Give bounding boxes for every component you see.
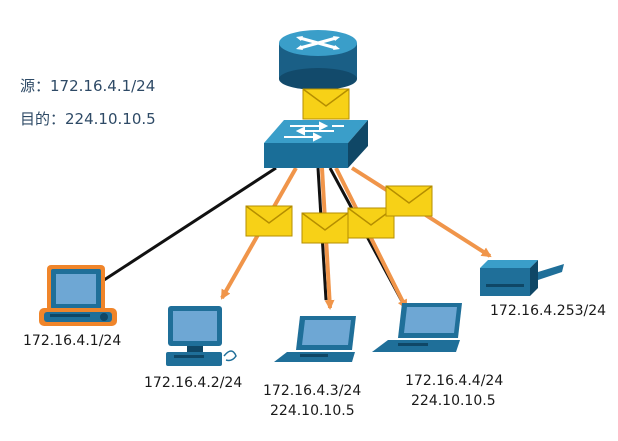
laptop-icon [274, 316, 356, 362]
source-value: 172.16.4.1/24 [50, 77, 156, 95]
destination-label: 目的： [20, 110, 66, 128]
router-icon [279, 30, 357, 90]
laptop-icon [372, 303, 462, 352]
switch-icon [264, 120, 368, 168]
laptop3-ip-label: 172.16.4.3/24 [263, 383, 362, 399]
envelope-icon [302, 88, 350, 120]
laptop4-group-label: 224.10.10.5 [411, 393, 496, 409]
link-switch-pc1 [103, 166, 277, 282]
laptop3-group-label: 224.10.10.5 [270, 403, 355, 419]
destination-line: 目的：224.10.10.5 [20, 108, 156, 129]
pc1-ip-label: 172.16.4.1/24 [23, 333, 122, 349]
source-label: 源： [20, 77, 51, 95]
envelope-icon [245, 205, 293, 237]
pc-icon [39, 265, 117, 326]
printer-icon [480, 260, 564, 296]
destination-value: 224.10.10.5 [65, 110, 156, 128]
source-line: 源：172.16.4.1/24 [20, 75, 155, 96]
pc2-ip-label: 172.16.4.2/24 [144, 375, 243, 391]
printer-ip-label: 172.16.4.253/24 [490, 303, 607, 319]
pc-icon [166, 306, 237, 366]
envelope-icon [301, 212, 349, 244]
envelope-icon [385, 185, 433, 217]
envelopes [245, 88, 433, 244]
laptop4-ip-label: 172.16.4.4/24 [405, 373, 504, 389]
